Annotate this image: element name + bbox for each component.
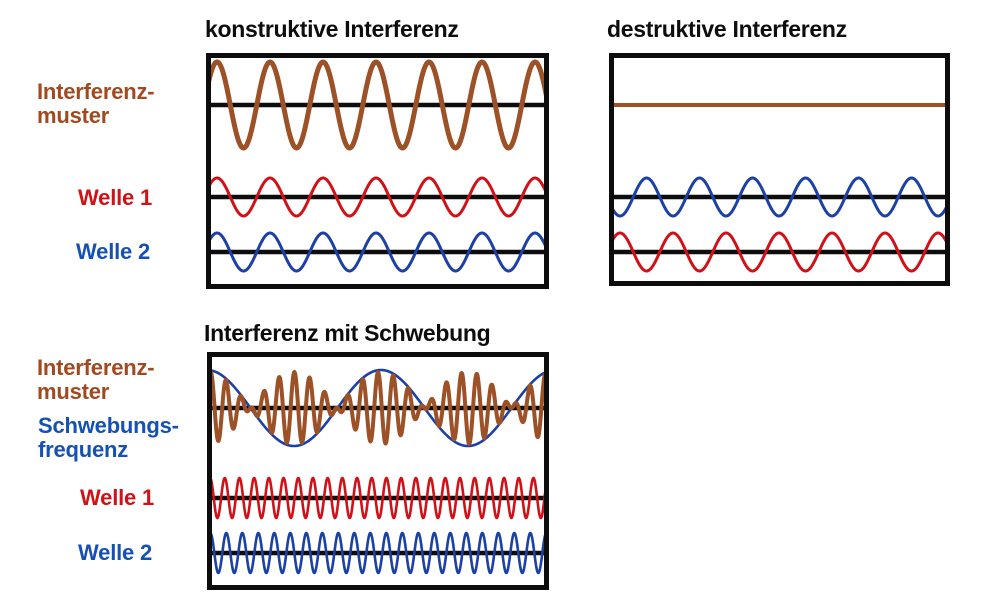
- panel-title-destructive: destruktive Interferenz: [607, 16, 847, 42]
- interference-beat-wave: [207, 370, 549, 446]
- interference-sum-wave: [206, 59, 549, 151]
- wave1-wave: [206, 176, 549, 218]
- wave2-label-top: Welle 2: [76, 239, 151, 264]
- wave2-wave: [207, 531, 549, 575]
- panel-destructive: [609, 53, 950, 286]
- panel-border: [207, 352, 549, 590]
- wave2-label-bottom: Welle 2: [78, 540, 153, 565]
- panel-title-beats: Interferenz mit Schwebung: [204, 320, 491, 346]
- wave1-wave: [207, 476, 549, 520]
- wave1-label-bottom: Welle 1: [80, 485, 155, 510]
- wave1-label-top: Welle 1: [78, 185, 153, 210]
- wave2-wave: [206, 231, 549, 273]
- panel-constructive: [206, 53, 549, 289]
- wave2-wave: [609, 176, 950, 218]
- interference-pattern-label-bottom: Interferenz- muster: [37, 355, 155, 404]
- panel-title-constructive: konstruktive Interferenz: [205, 16, 459, 42]
- panel-border: [206, 53, 549, 289]
- panel-beats: [207, 352, 549, 590]
- interference-pattern-label-top: Interferenz- muster: [37, 79, 155, 128]
- panel-border: [609, 53, 950, 286]
- beat-frequency-label: Schwebungs- frequenz: [38, 413, 179, 462]
- wave1-wave: [609, 231, 950, 273]
